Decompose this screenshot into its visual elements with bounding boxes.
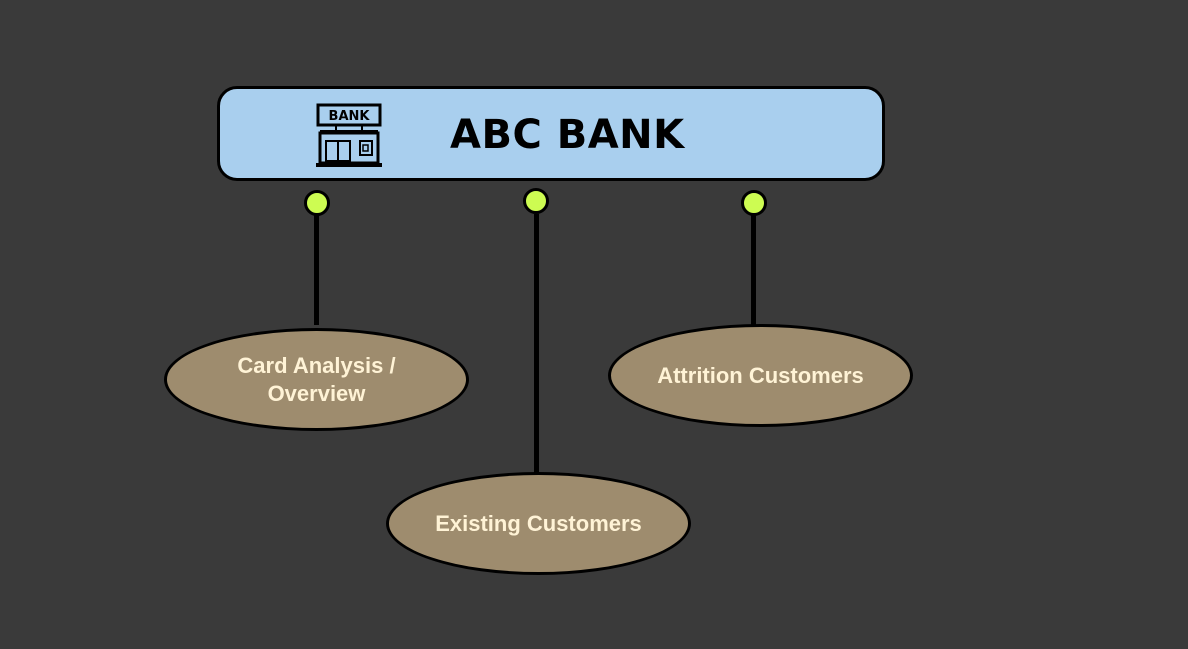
node-label: Attrition Customers [657,362,864,388]
bank-header: BANK ABC BANK [217,86,885,181]
node-existing-customers[interactable]: Existing Customers [386,472,691,575]
connector-line-attrition [751,215,756,327]
connector-dot-card-analysis [304,190,330,216]
connector-line-card-analysis [314,215,319,325]
connector-dot-existing [523,188,549,214]
node-card-analysis-overview[interactable]: Card Analysis / Overview [164,328,469,431]
node-attrition-customers[interactable]: Attrition Customers [608,324,913,427]
node-label: Existing Customers [435,510,642,536]
connector-dot-attrition [741,190,767,216]
node-label: Card Analysis / Overview [237,352,396,406]
bank-building-icon: BANK [316,103,382,167]
bank-icon-text: BANK [329,109,371,124]
bank-title: ABC BANK [450,112,685,158]
connector-line-existing [534,214,539,476]
